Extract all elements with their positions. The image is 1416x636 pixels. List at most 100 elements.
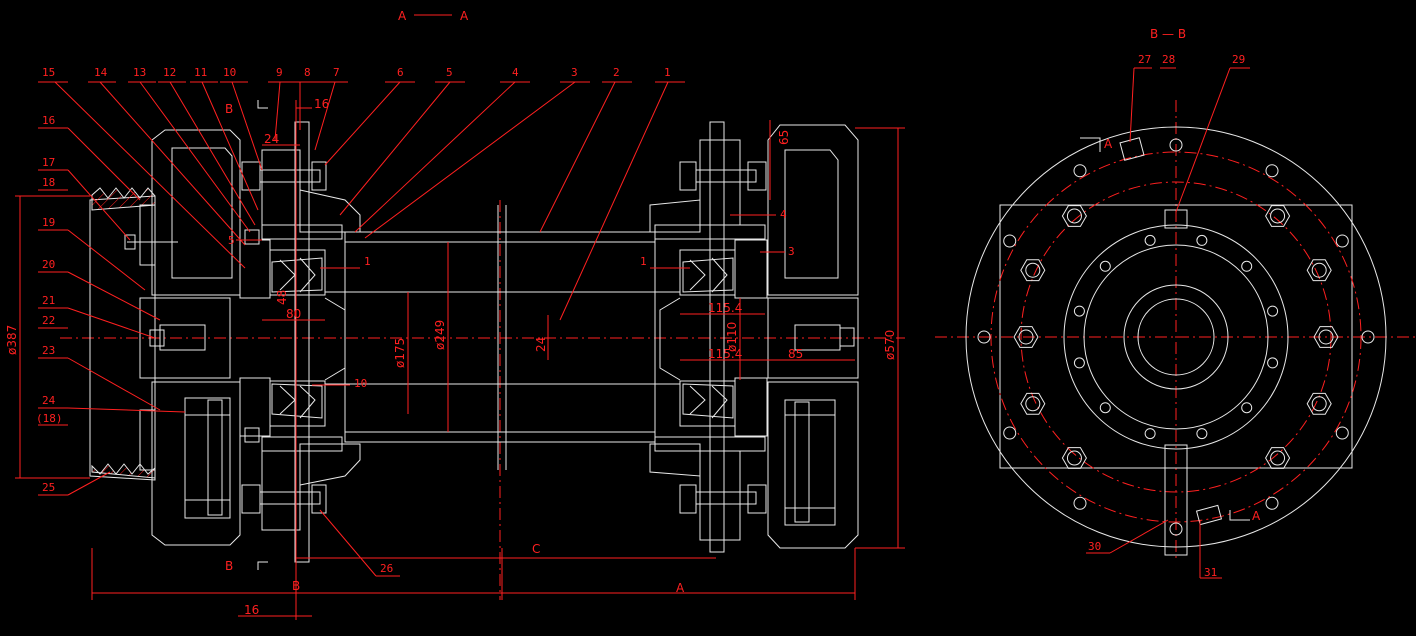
flange-hole xyxy=(1241,260,1253,272)
part-16: 16 xyxy=(42,114,55,127)
part-1: 1 xyxy=(664,66,671,79)
dim-85: 85 xyxy=(788,347,803,361)
right-bearing-assembly xyxy=(649,121,768,553)
flange-hole xyxy=(1196,428,1208,440)
bolt-washer xyxy=(1311,262,1327,278)
part-21: 21 xyxy=(42,294,55,307)
bolt-head xyxy=(1020,392,1046,415)
bolt-head xyxy=(1020,259,1046,282)
part-18-alt: (18) xyxy=(36,412,63,425)
part-7: 7 xyxy=(333,66,340,79)
dimensions: ø387 ø570 ø175 ø249 ø110 16 24 80 48 24 … xyxy=(5,97,905,617)
part-3: 3 xyxy=(571,66,578,79)
outer-hole xyxy=(1003,234,1017,248)
outer-hole xyxy=(1335,426,1349,440)
part-24: 24 xyxy=(42,394,56,407)
flange-hole xyxy=(1099,402,1111,414)
dim-24-center: 24 xyxy=(534,337,548,352)
part-22: 22 xyxy=(42,314,55,327)
end-view-title: B — B xyxy=(1150,27,1186,41)
dim-d175: ø175 xyxy=(393,338,407,368)
dim-65: 65 xyxy=(777,130,791,145)
outer-hole xyxy=(1003,426,1017,440)
part-31: 31 xyxy=(1204,566,1217,579)
top-leaders xyxy=(38,81,685,321)
dim-115-bottom: 115.4 xyxy=(708,347,742,361)
dim-16-bottom: 16 xyxy=(244,603,259,617)
dim-115-top: 115.4 xyxy=(708,301,742,315)
bolt-washer xyxy=(1270,208,1286,224)
flange-hole xyxy=(1241,402,1253,414)
part-28: 28 xyxy=(1162,53,1175,66)
part-5: 5 xyxy=(446,66,453,79)
bolt-head xyxy=(1061,447,1087,469)
end-view-cut-top: A xyxy=(1104,137,1113,151)
dim-d249: ø249 xyxy=(433,320,447,350)
bolt-head xyxy=(1013,326,1039,348)
outer-hole xyxy=(1335,234,1349,248)
end-view-cut-bottom: A xyxy=(1252,509,1261,523)
part-6: 6 xyxy=(397,66,404,79)
left-leaders xyxy=(38,127,186,496)
flange-hole xyxy=(1144,428,1156,440)
part-14: 14 xyxy=(94,66,108,79)
part-9: 9 xyxy=(276,66,283,79)
flange-hole xyxy=(1267,305,1279,317)
part-27: 27 xyxy=(1138,53,1151,66)
part-10: 10 xyxy=(223,66,236,79)
bolt-washer xyxy=(1025,262,1041,278)
part-30: 30 xyxy=(1088,540,1101,553)
cut-line-b: B B xyxy=(225,100,297,620)
inline-5: 5 xyxy=(228,234,235,247)
outer-hole xyxy=(1169,138,1183,152)
part-29: 29 xyxy=(1232,53,1245,66)
dim-label-B: B xyxy=(292,579,300,593)
shaft-section xyxy=(1137,298,1215,376)
bolt-washer xyxy=(1066,450,1082,466)
bolt-head xyxy=(1306,259,1332,282)
part-23: 23 xyxy=(42,344,55,357)
bolt-washer xyxy=(1066,208,1082,224)
dim-label-C: C xyxy=(532,542,540,556)
part-18: 18 xyxy=(42,176,55,189)
bolt-washer xyxy=(1025,396,1041,412)
part-20: 20 xyxy=(42,258,55,271)
bolt-head xyxy=(1061,205,1087,227)
inline-1-left: 1 xyxy=(364,255,371,268)
dim-d110: ø110 xyxy=(725,322,739,352)
part-17: 17 xyxy=(42,156,55,169)
outer-hole xyxy=(977,330,991,344)
flange-hole xyxy=(1196,234,1208,246)
inline-1-right: 1 xyxy=(640,255,647,268)
cut-mark-bottom: B xyxy=(225,559,233,573)
flange-hole xyxy=(1099,260,1111,272)
part-11: 11 xyxy=(194,66,207,79)
bolt-washer xyxy=(1318,329,1334,345)
bolt-washer xyxy=(1311,396,1327,412)
dim-48: 48 xyxy=(275,290,289,305)
bolt-head xyxy=(1313,326,1339,348)
cut-mark-top: B xyxy=(225,102,233,116)
outer-hole xyxy=(1169,522,1183,536)
outer-hole xyxy=(1265,496,1279,510)
end-view: A A 27 28 29 30 31 xyxy=(935,53,1416,579)
left-bearing-assembly xyxy=(239,121,361,563)
dim-16-top: 16 xyxy=(314,97,329,111)
part-26: 26 xyxy=(380,562,393,575)
flange-hole xyxy=(1073,357,1085,369)
outer-hole xyxy=(1361,330,1375,344)
inline-10: 10 xyxy=(354,377,367,390)
bolt-head xyxy=(1265,205,1291,227)
part-8: 8 xyxy=(304,66,311,79)
inline-part-numbers: 5 1 10 1 3 4 26 xyxy=(228,208,795,577)
inline-4: 4 xyxy=(780,208,787,221)
part-12: 12 xyxy=(163,66,176,79)
section-mark-left: A xyxy=(398,9,407,23)
section-title: A A xyxy=(398,9,469,23)
outer-hole xyxy=(1073,164,1087,178)
flange-outer xyxy=(965,126,1387,548)
outer-hole xyxy=(1265,164,1279,178)
bolt-circle-outer xyxy=(990,151,1362,523)
top-part-numbers: 15 14 13 12 11 10 9 8 7 6 5 4 3 2 1 xyxy=(42,66,671,79)
